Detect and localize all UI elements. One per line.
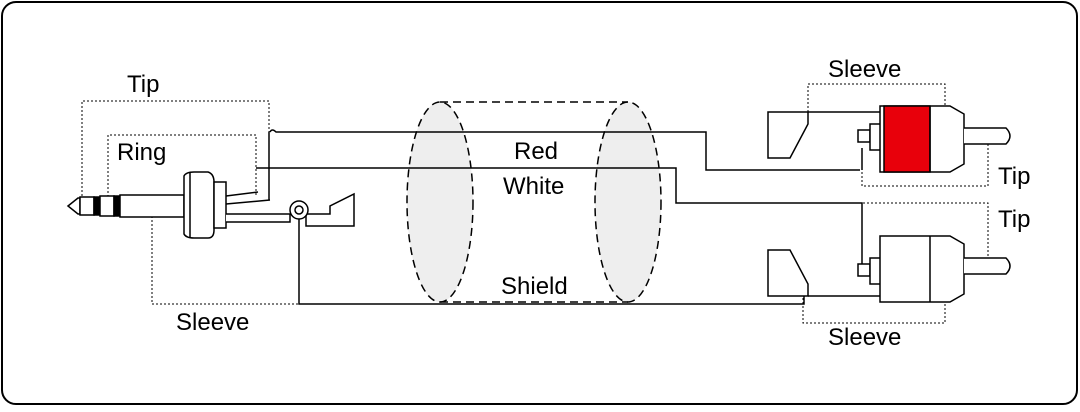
trs-plug — [66, 171, 355, 239]
dotted-boxes — [81, 83, 989, 324]
cable-shield — [406, 101, 662, 303]
trs-ring-insulator — [93, 196, 101, 216]
trs-sleeve-insulator — [113, 195, 121, 217]
trs-body — [213, 181, 227, 229]
tip-box — [81, 100, 270, 200]
wire-shield — [298, 214, 805, 305]
wires — [256, 129, 863, 305]
label-rca-red-tip: Tip — [998, 163, 1030, 190]
label-stereo-ring: Ring — [117, 139, 166, 166]
rca-red-pin-stub — [857, 129, 871, 143]
ring-box — [107, 134, 257, 201]
rca-white-strain-relief — [767, 249, 809, 297]
trs-strain-relief — [305, 192, 355, 227]
trs-sleeve — [119, 194, 185, 218]
trs-tip — [79, 196, 95, 216]
rca-plug-red — [767, 105, 1011, 173]
rca-white-pin — [964, 257, 1011, 275]
label-stereo-sleeve: Sleeve — [176, 309, 249, 336]
label-wire-red: Red — [514, 138, 558, 165]
label-rca-red-sleeve: Sleeve — [828, 56, 901, 83]
trs-sleeve-lug — [226, 213, 291, 223]
label-rca-white-sleeve: Sleeve — [828, 324, 901, 351]
wire-white — [256, 167, 863, 268]
label-shield: Shield — [501, 273, 568, 300]
label-wire-white: White — [503, 173, 564, 200]
rca-red-marker — [883, 105, 931, 173]
rca-white-sleeve-box — [802, 298, 946, 324]
label-rca-white-tip: Tip — [998, 206, 1030, 233]
rca-white-pin-stub — [857, 263, 871, 277]
rca-red-tip-box — [861, 136, 989, 187]
rca-red-pin — [964, 127, 1011, 145]
wire-red — [269, 129, 860, 171]
trs-ring-lug — [225, 191, 259, 197]
rca-red-strain-relief — [767, 111, 809, 159]
sleeve-box-left — [151, 212, 300, 305]
label-stereo-tip: Tip — [127, 71, 159, 98]
trs-collar — [183, 171, 215, 239]
rca-white-shell — [879, 235, 965, 303]
rca-red-sleeve-box — [807, 83, 946, 112]
rca-plug-white — [767, 235, 1011, 303]
trs-ring — [99, 195, 115, 217]
labels: Tip Ring Sleeve Red White Shield Sleeve … — [117, 56, 1030, 351]
